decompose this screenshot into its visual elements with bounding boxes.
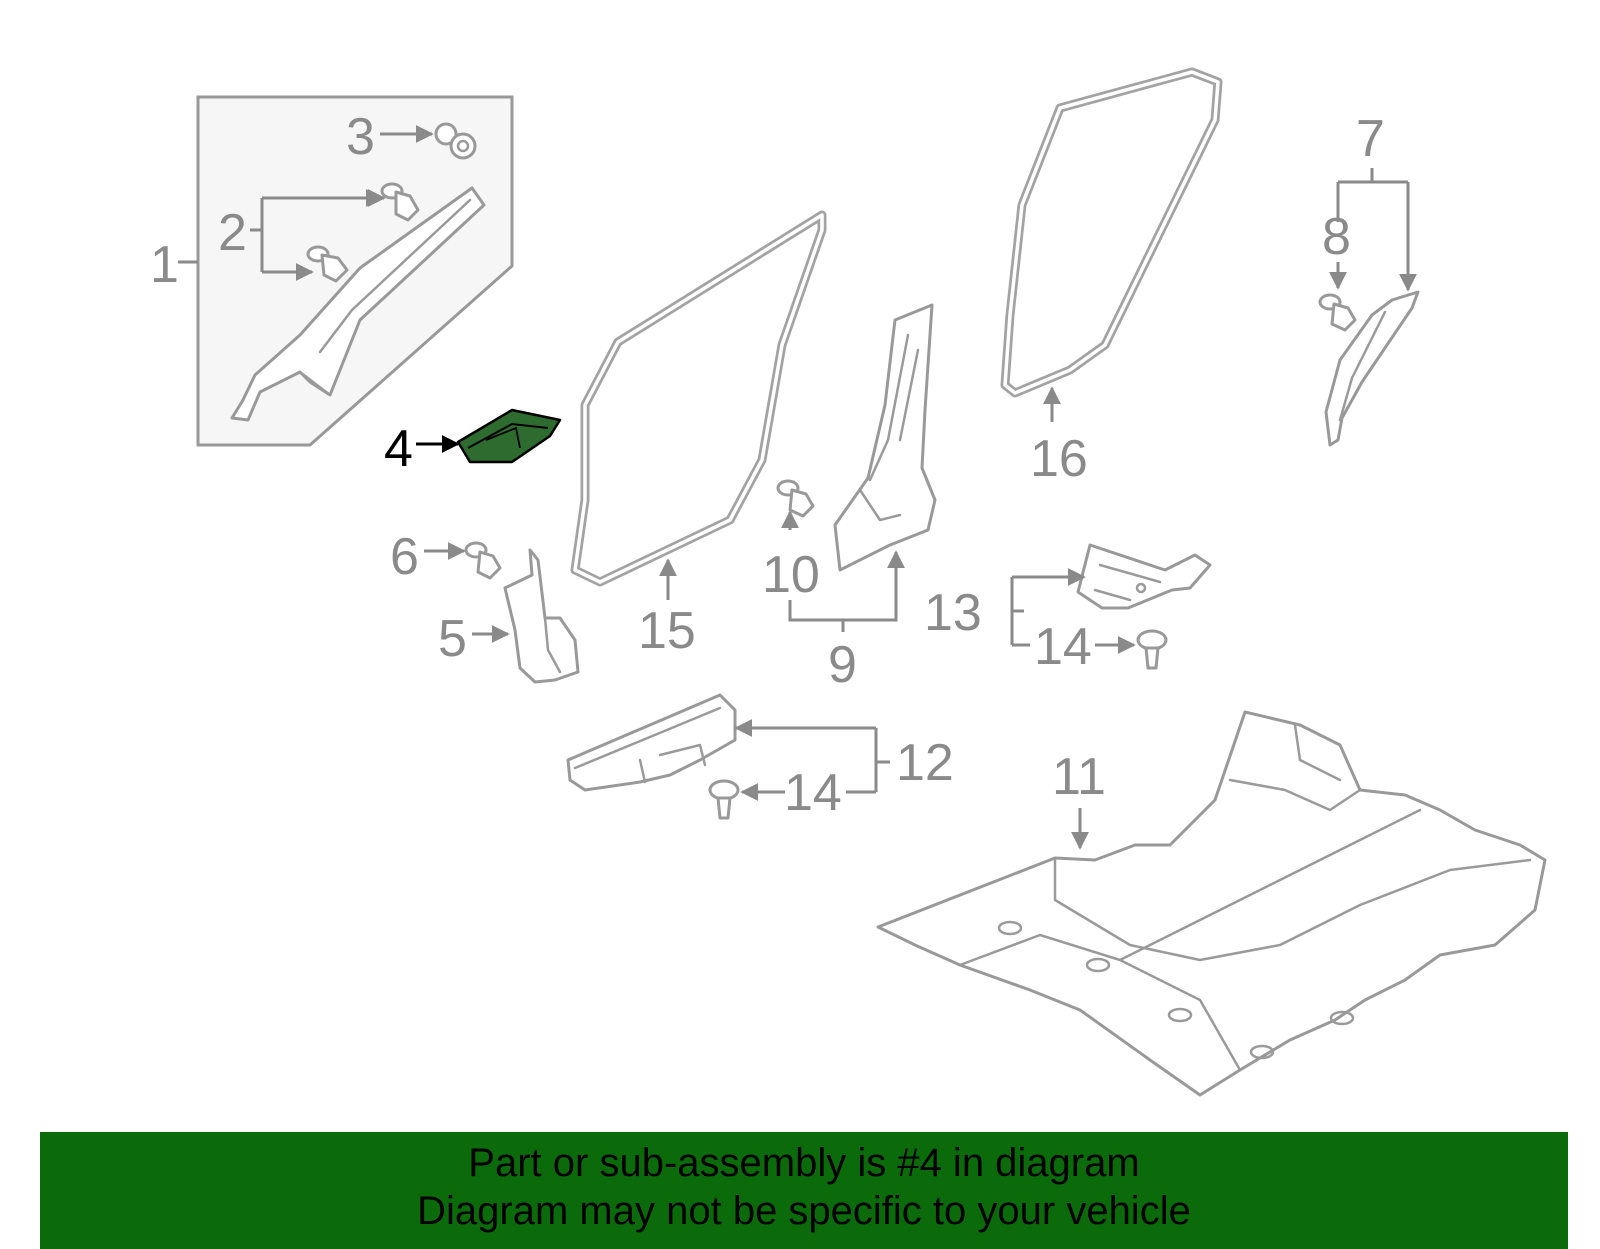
clip-14-upper-icon	[1136, 629, 1168, 670]
callout-12: 12	[896, 734, 954, 792]
part-7-trim-icon	[1324, 290, 1420, 447]
part-4-highlighted-icon	[456, 408, 562, 464]
callout-5: 5	[438, 610, 467, 668]
callout-1: 1	[150, 236, 179, 294]
callout-4: 4	[384, 420, 413, 478]
clip-8-icon	[1318, 293, 1357, 332]
callout-11: 11	[1052, 748, 1106, 806]
part-5-panel-icon	[503, 548, 580, 684]
callout-labels: 1 2 3 4 5 6 7 8 9 10 11 12 13 14 14 15 1…	[150, 108, 1385, 822]
callout-10: 10	[762, 546, 820, 604]
callout-16: 16	[1030, 430, 1088, 488]
callout-6: 6	[390, 528, 419, 586]
callout-3: 3	[346, 108, 375, 166]
info-banner: Part or sub-assembly is #4 in diagram Di…	[40, 1132, 1568, 1249]
callout-7: 7	[1356, 110, 1385, 168]
callout-8: 8	[1322, 208, 1351, 266]
callout-9: 9	[828, 636, 857, 694]
part-11-floor-pan-icon	[876, 710, 1547, 1097]
banner-line-1: Part or sub-assembly is #4 in diagram	[468, 1141, 1140, 1185]
part-1-kit-box	[196, 95, 514, 447]
clip-6-icon	[464, 541, 502, 580]
callout-15: 15	[638, 602, 696, 660]
banner-line-2: Diagram may not be specific to your vehi…	[417, 1189, 1191, 1233]
clip-2-lower-icon	[306, 245, 349, 283]
callout-2: 2	[218, 204, 247, 262]
clip-14-lower-icon	[708, 779, 740, 820]
callout-14-lower: 14	[784, 764, 842, 822]
part-9-pillar-trim-icon	[833, 303, 937, 572]
callout-13: 13	[924, 584, 982, 642]
part-13-bracket-icon	[1076, 543, 1212, 610]
part-16-door-seal-icon	[1000, 67, 1223, 398]
clip-3-icon	[434, 122, 477, 160]
part-15-door-seal-icon	[570, 210, 827, 587]
clip-10-icon	[776, 479, 815, 518]
callout-14-upper: 14	[1034, 618, 1092, 676]
part-12-sill-plate-icon	[566, 693, 737, 792]
leader-lines	[178, 125, 1417, 850]
